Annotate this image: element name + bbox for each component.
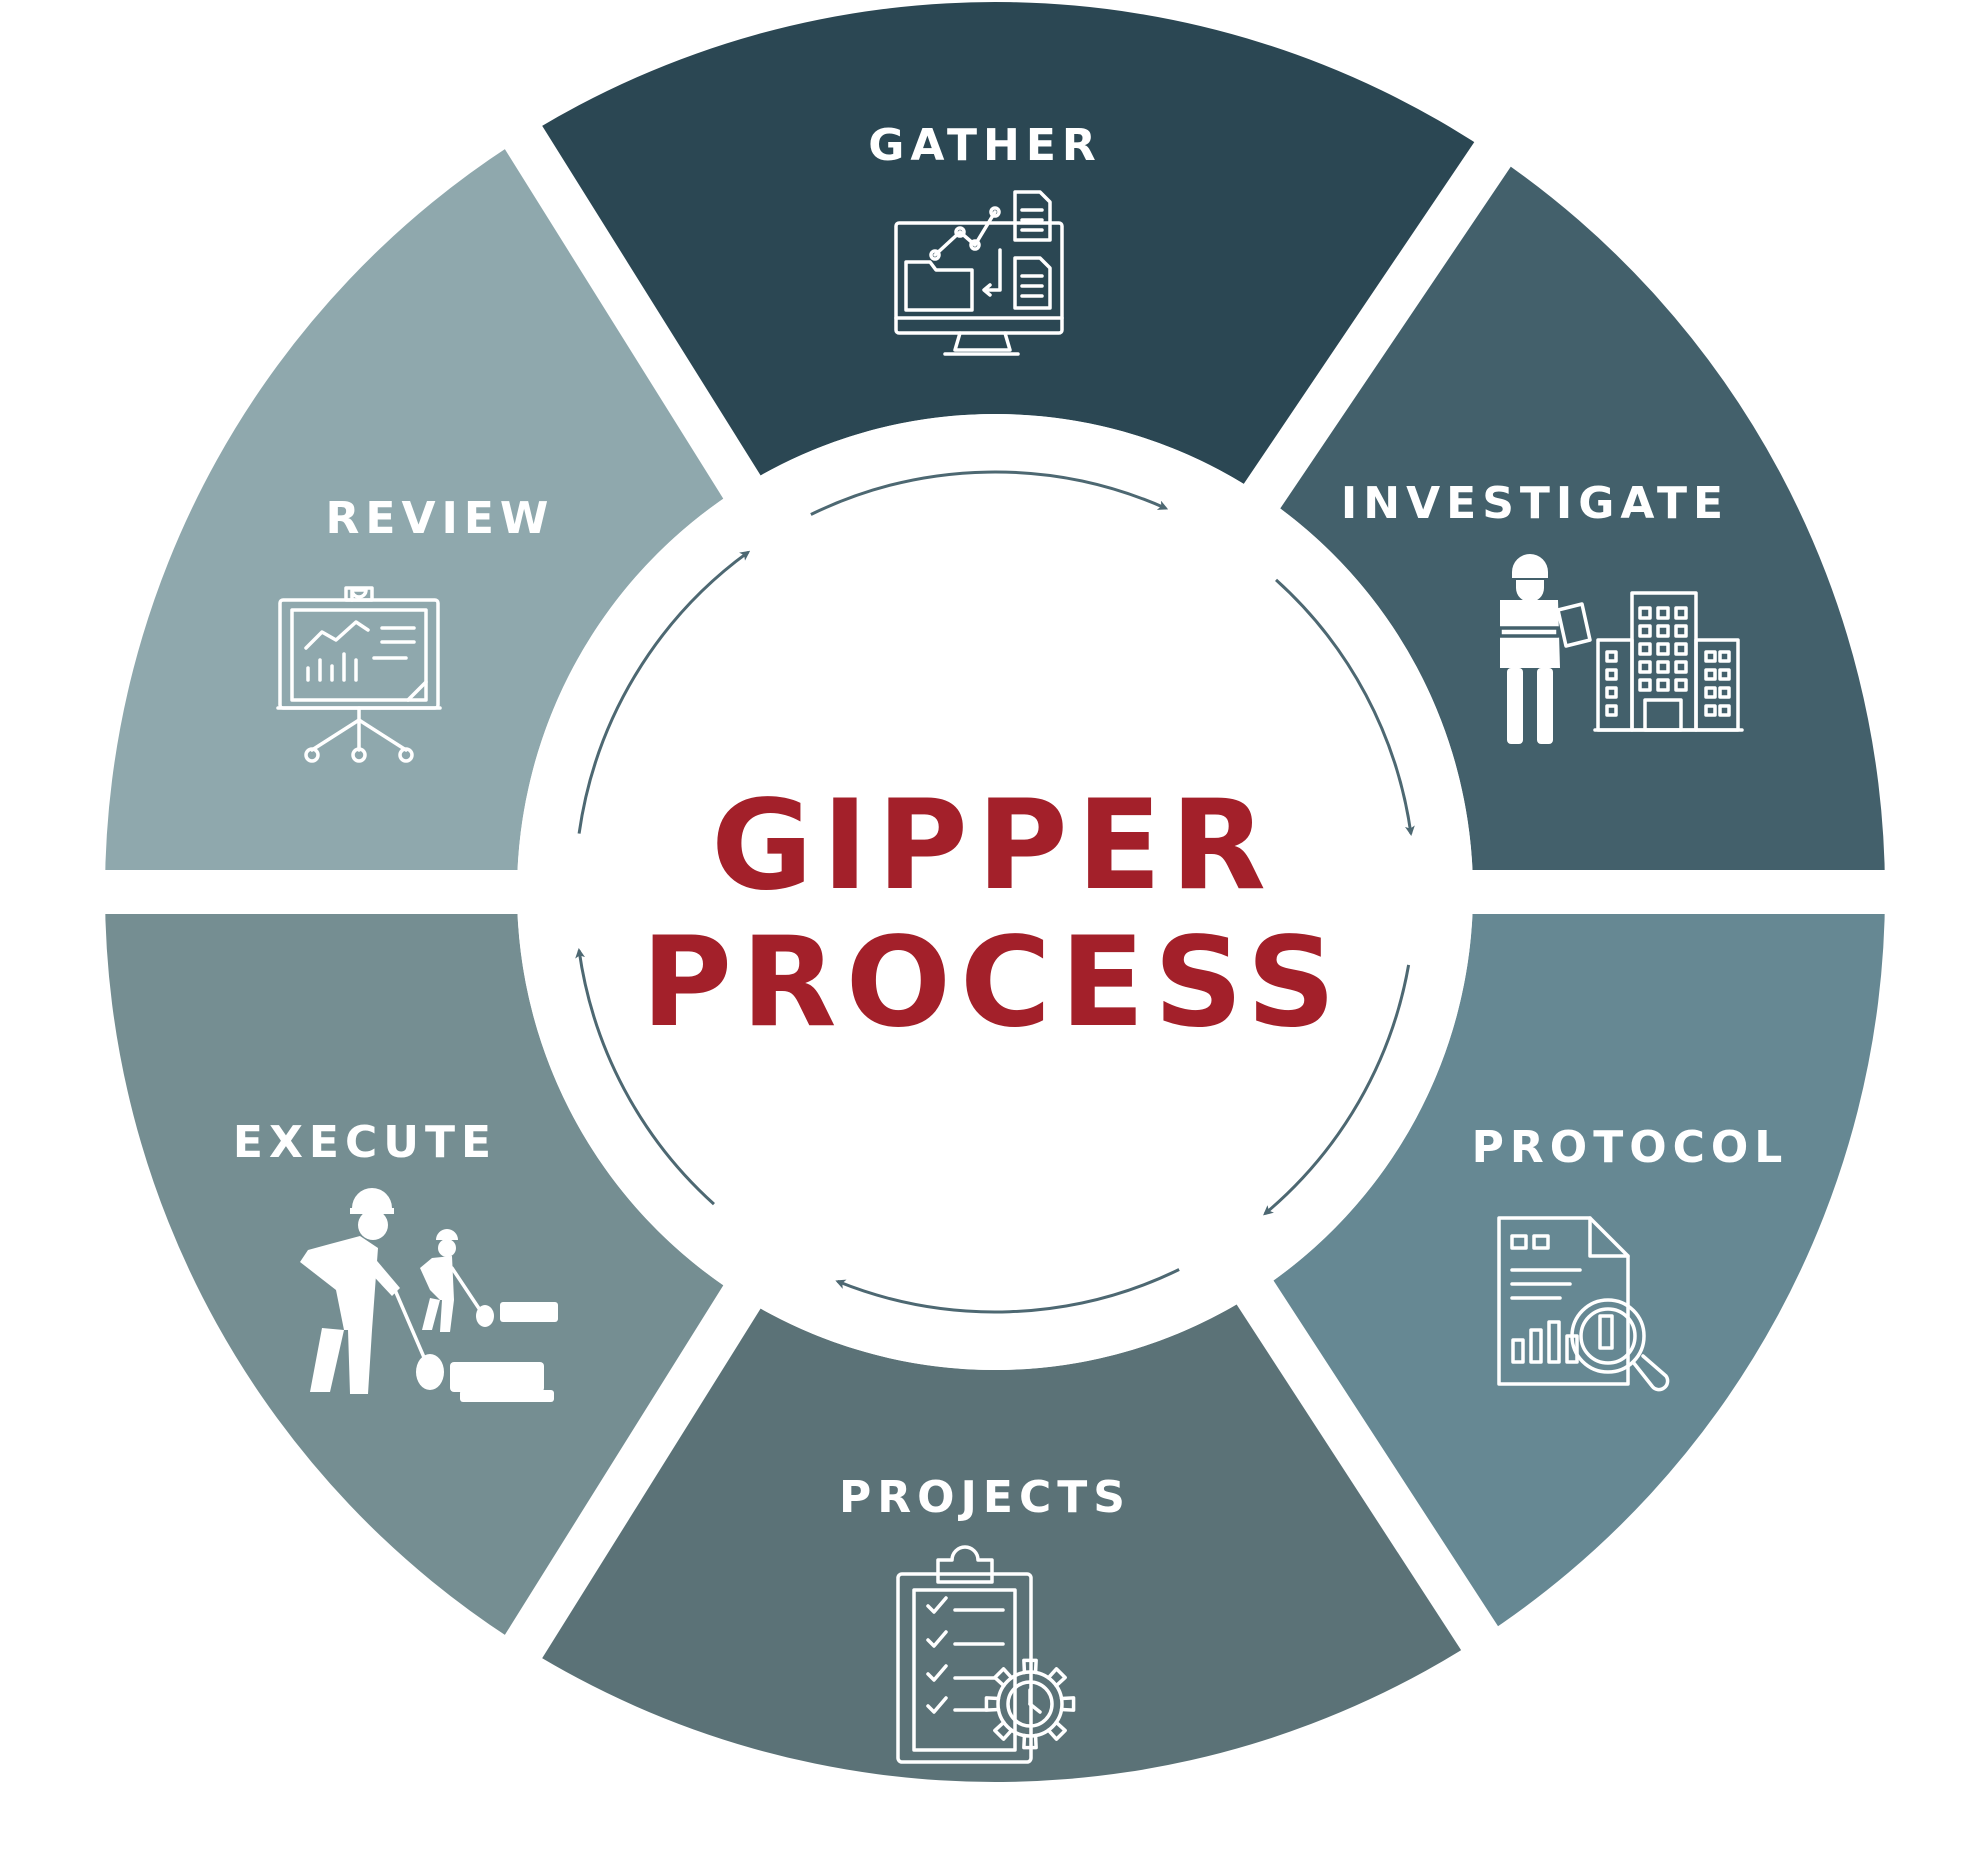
building-window	[1638, 678, 1652, 692]
building-window	[1638, 606, 1652, 620]
building-window	[1638, 660, 1652, 674]
segment-label-review: REVIEW	[326, 493, 555, 544]
building-window	[1605, 650, 1618, 663]
cycle-arrow-5	[575, 947, 715, 1206]
segment-projects	[523, 1292, 1480, 1783]
center-title-line1: GIPPER	[711, 774, 1275, 918]
building-window	[1656, 606, 1670, 620]
segment-label-execute: EXECUTE	[233, 1117, 497, 1168]
checklist-gear-icon	[896, 1545, 1076, 1764]
center-circle	[517, 414, 1473, 1370]
cycle-arrow-1	[810, 470, 1169, 516]
building-window	[1704, 704, 1717, 717]
building-window	[1718, 668, 1731, 681]
segment-gap-6	[65, 870, 537, 914]
center-title-line2: PROCESS	[641, 911, 1345, 1055]
building-window	[1605, 704, 1618, 717]
building-window	[1674, 606, 1688, 620]
segment-label-projects: PROJECTS	[839, 1472, 1131, 1523]
building-window	[1656, 624, 1670, 638]
gear-tooth	[1059, 1696, 1076, 1712]
gear-tooth	[1022, 1733, 1038, 1750]
building-window	[1656, 660, 1670, 674]
building-window	[1704, 668, 1717, 681]
segment-gap-2	[1232, 108, 1534, 525]
segment-gather	[523, 2, 1493, 496]
gear-tooth	[1046, 1720, 1067, 1741]
cycle-arrow-2	[1275, 578, 1415, 837]
segment-gap-4	[1225, 1264, 1520, 1684]
building-window	[1674, 642, 1688, 656]
roller-handle-lines	[393, 1266, 482, 1364]
building-window	[1704, 650, 1717, 663]
segment-label-protocol: PROTOCOL	[1472, 1122, 1789, 1173]
segment-review	[105, 137, 742, 893]
building-window	[1638, 624, 1652, 638]
segment-gap-3	[1453, 870, 1925, 914]
building-window	[1718, 704, 1731, 717]
building-window	[1656, 678, 1670, 692]
workers-rolling-icon	[300, 1188, 558, 1402]
segment-gap-5	[483, 1268, 771, 1693]
building-window	[1638, 642, 1652, 656]
building-window	[1605, 686, 1618, 699]
building-window	[1674, 660, 1688, 674]
building-window	[1718, 686, 1731, 699]
inspector-building-icon	[1498, 554, 1744, 744]
building-window	[1674, 624, 1688, 638]
segment-protocol	[1255, 892, 1885, 1639]
gear-tooth	[993, 1667, 1014, 1688]
building-window	[1718, 650, 1731, 663]
computer-data-icon	[894, 190, 1064, 356]
report-magnifier-icon	[1497, 1216, 1670, 1392]
cycle-arrow-4	[835, 1268, 1180, 1314]
building-window	[1674, 678, 1688, 692]
segment-label-investigate: INVESTIGATE	[1341, 478, 1729, 529]
building-window	[1656, 642, 1670, 656]
cycle-arrow-3	[1263, 964, 1411, 1216]
building-window	[1605, 668, 1618, 681]
cycle-arrow-6	[577, 550, 751, 834]
building-window	[1704, 686, 1717, 699]
segment-gap-1	[483, 91, 771, 516]
segment-label-gather: GATHER	[868, 120, 1102, 171]
gear-tooth	[984, 1696, 1001, 1712]
gear-tooth	[1022, 1658, 1038, 1675]
presentation-board-icon	[276, 586, 442, 763]
gear-tooth	[993, 1720, 1014, 1741]
gear-tooth	[1046, 1667, 1067, 1688]
